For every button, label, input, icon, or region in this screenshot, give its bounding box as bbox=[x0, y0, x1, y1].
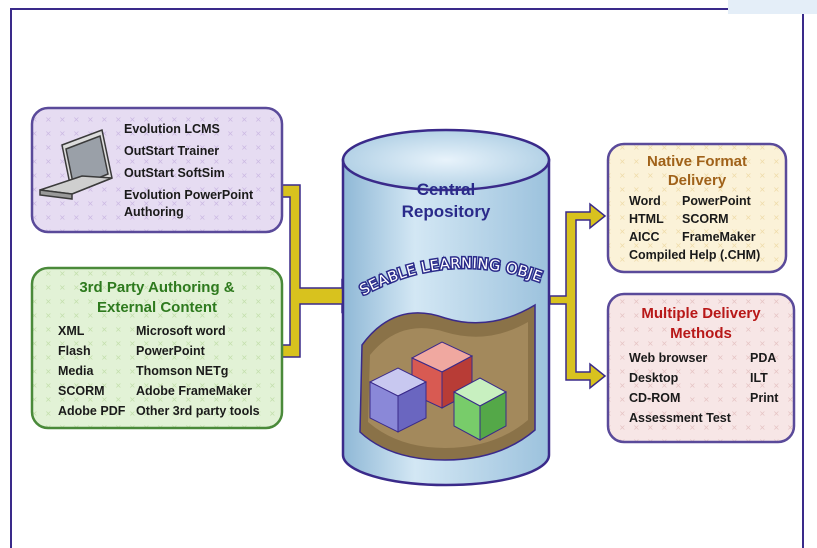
native-format-box: Native Format Delivery Word HTML AICC Po… bbox=[606, 142, 788, 274]
delivery-method-item: PDA bbox=[750, 351, 776, 365]
third-party-item: Media bbox=[58, 364, 94, 378]
third-party-item: Flash bbox=[58, 344, 91, 358]
delivery-method-item: Web browser bbox=[629, 351, 707, 365]
third-party-item: Thomson NETg bbox=[136, 364, 228, 378]
outstart-item-5: Authoring bbox=[124, 205, 184, 219]
third-party-box: 3rd Party Authoring & External Content X… bbox=[30, 266, 284, 430]
native-format-footer: Compiled Help (.CHM) bbox=[629, 248, 760, 262]
native-format-item: SCORM bbox=[682, 212, 729, 226]
native-format-item: PowerPoint bbox=[682, 194, 752, 208]
third-party-col2: Microsoft word PowerPoint Thomson NETg A… bbox=[136, 324, 260, 418]
third-party-col1: XML Flash Media SCORM Adobe PDF bbox=[58, 324, 126, 418]
third-party-item: Adobe FrameMaker bbox=[136, 384, 252, 398]
native-format-item: FrameMaker bbox=[682, 230, 756, 244]
outstart-item-1: Evolution LCMS bbox=[124, 122, 220, 136]
delivery-methods-title-line2: Methods bbox=[670, 325, 732, 342]
laptop-icon bbox=[39, 128, 113, 200]
third-party-item: Microsoft word bbox=[136, 324, 226, 338]
corner-tab bbox=[728, 0, 817, 14]
outstart-item-4: Evolution PowerPoint bbox=[124, 188, 254, 202]
native-format-item: Word bbox=[629, 194, 661, 208]
third-party-item: SCORM bbox=[58, 384, 105, 398]
outstart-item-2: OutStart Trainer bbox=[124, 144, 219, 158]
delivery-methods-title-line1: Multiple Delivery bbox=[641, 305, 761, 322]
flow-arrows bbox=[279, 184, 607, 390]
native-format-item: AICC bbox=[629, 230, 660, 244]
third-party-title-line1: 3rd Party Authoring & bbox=[79, 279, 234, 296]
third-party-item: Adobe PDF bbox=[58, 404, 126, 418]
third-party-item: PowerPoint bbox=[136, 344, 206, 358]
repository-title-line1: Central bbox=[417, 180, 476, 199]
delivery-methods-box: Multiple Delivery Methods Web browser De… bbox=[606, 292, 796, 444]
third-party-title-line2: External Content bbox=[97, 299, 217, 316]
cube-blue-icon bbox=[368, 367, 428, 433]
delivery-method-item: Print bbox=[750, 391, 779, 405]
native-format-title-line2: Delivery bbox=[668, 172, 727, 189]
outstart-item-3: OutStart SoftSim bbox=[124, 166, 225, 180]
repository-title-line2: Repository bbox=[402, 202, 491, 221]
learning-objects-diagram: × × × × bbox=[0, 0, 796, 487]
native-format-item: HTML bbox=[629, 212, 664, 226]
delivery-method-item: Assessment Test bbox=[629, 411, 732, 425]
delivery-method-item: CD-ROM bbox=[629, 391, 680, 405]
third-party-item: Other 3rd party tools bbox=[136, 404, 260, 418]
outstart-tools-box: Evolution LCMS OutStart Trainer OutStart… bbox=[30, 106, 284, 234]
native-format-title-line1: Native Format bbox=[647, 153, 747, 170]
cube-green-icon bbox=[452, 377, 508, 441]
delivery-method-item: Desktop bbox=[629, 371, 679, 385]
delivery-method-item: ILT bbox=[750, 371, 768, 385]
third-party-item: XML bbox=[58, 324, 85, 338]
